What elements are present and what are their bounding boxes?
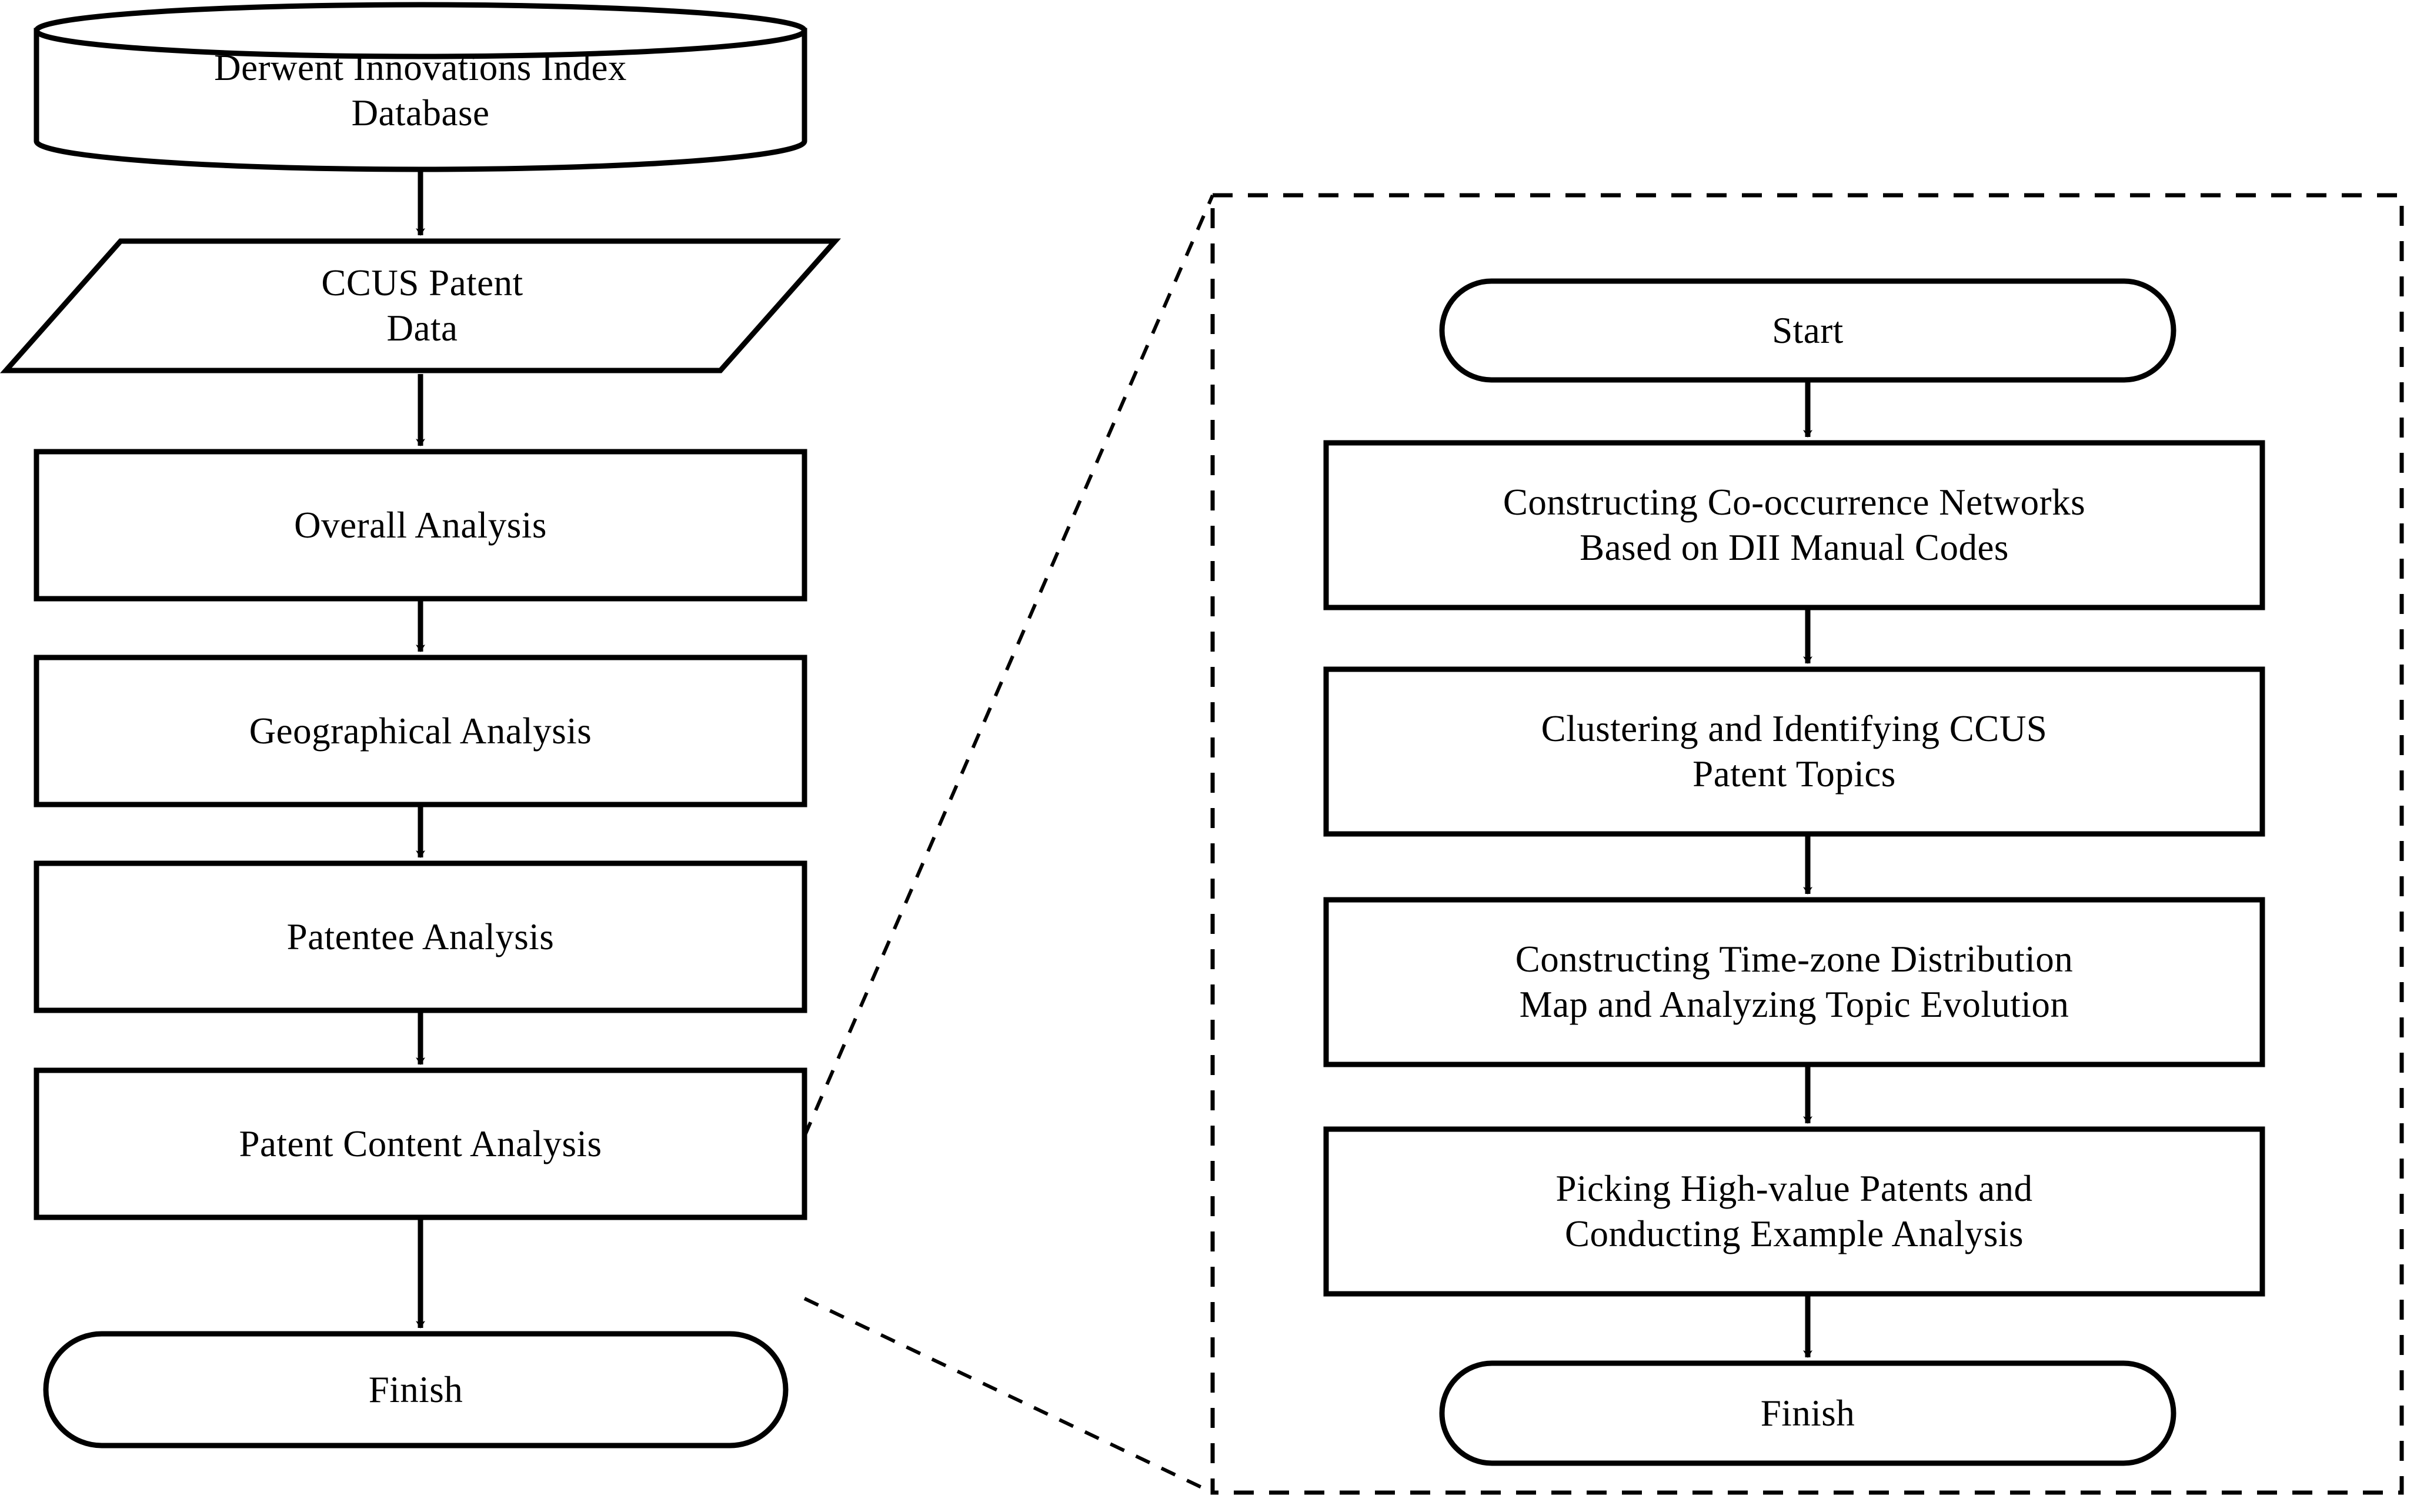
shape-timezone-map: [1323, 897, 2265, 1067]
shape-finish-right: [1439, 1360, 2176, 1466]
shape-overall-analysis: [34, 449, 807, 602]
shape-start-right: [1439, 278, 2176, 383]
callout-line-upper: [803, 194, 1214, 1137]
shape-high-value-patents: [1323, 1126, 2265, 1297]
shape-patentee-analysis: [34, 860, 807, 1013]
shape-finish-left: [43, 1331, 789, 1448]
shape-patent-content-analysis: [34, 1067, 807, 1220]
shape-constructing-networks: [1323, 440, 2265, 610]
shape-geographical-analysis: [34, 655, 807, 807]
shape-clustering-topics: [1323, 666, 2265, 837]
callout-line-lower: [803, 1297, 1214, 1494]
shape-database: [34, 2, 807, 172]
shape-ccus-patent-data: [0, 238, 842, 373]
